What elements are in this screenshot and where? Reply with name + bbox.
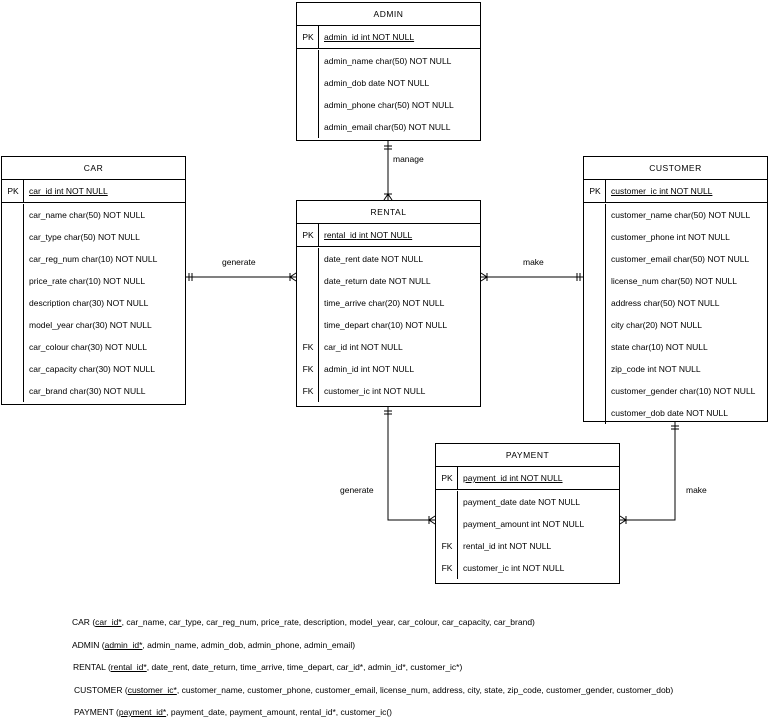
attribute-row: car_colour char(30) NOT NULL xyxy=(29,342,147,352)
pk-row: PK rental_id int NOT NULL xyxy=(297,224,480,247)
crow-foot-rental-left xyxy=(289,272,297,282)
schema-admin: ADMIN (admin_id*, admin_name, admin_dob,… xyxy=(72,640,356,650)
attribute-row: admin_dob date NOT NULL xyxy=(324,78,430,88)
rel-label-manage: manage xyxy=(393,154,424,164)
pk-label: PK xyxy=(302,32,314,42)
attribute-list: payment_date date NOT NULL payment_amoun… xyxy=(436,491,619,579)
pk-label: PK xyxy=(441,473,453,483)
line-rental-payment xyxy=(387,407,435,521)
attribute-row: zip_code int NOT NULL xyxy=(611,364,701,374)
attribute-row: car_reg_num char(10) NOT NULL xyxy=(29,254,158,264)
crow-foot-rental-right xyxy=(480,272,488,282)
rel-label-generate-car: generate xyxy=(222,257,256,267)
rel-label-make-payment: make xyxy=(686,485,707,495)
crow-foot-payment-right xyxy=(619,515,627,525)
pk-attribute: rental_id xyxy=(324,230,357,240)
pk-attribute: customer_ic xyxy=(611,186,657,196)
pk-row: PK payment_id int NOT NULL xyxy=(436,467,619,490)
crow-foot-payment-left xyxy=(428,515,436,525)
attribute-row: state char(10) NOT NULL xyxy=(611,342,708,352)
fk-label: FK xyxy=(302,342,314,352)
attribute-row: license_num char(50) NOT NULL xyxy=(611,276,737,286)
schema-customer: CUSTOMER (customer_ic*, customer_name, c… xyxy=(74,685,674,695)
attribute-row: date_rent date NOT NULL xyxy=(324,254,424,264)
attribute-list: customer_name char(50) NOT NULL customer… xyxy=(584,204,767,424)
attribute-row: car_capacity char(30) NOT NULL xyxy=(29,364,155,374)
attribute-row: date_return date NOT NULL xyxy=(324,276,431,286)
attribute-row: model_year char(30) NOT NULL xyxy=(29,320,152,330)
attribute-row: customer_email char(50) NOT NULL xyxy=(611,254,750,264)
pk-row: PK car_id int NOT NULL xyxy=(2,180,185,203)
attribute-row: admin_phone char(50) NOT NULL xyxy=(324,100,454,110)
entity-rental: RENTAL PK rental_id int NOT NULL date_re… xyxy=(296,200,481,407)
fk-label: FK xyxy=(441,563,453,573)
pk-attribute: admin_id xyxy=(324,32,359,42)
crow-foot-rental-top xyxy=(383,193,393,201)
entity-car: CAR PK car_id int NOT NULL car_name char… xyxy=(1,156,186,405)
pk-row: PK admin_id int NOT NULL xyxy=(297,26,480,49)
pk-label: PK xyxy=(589,186,601,196)
line-customer-payment xyxy=(620,422,676,521)
entity-title: CAR xyxy=(2,157,185,180)
fk-label: FK xyxy=(302,386,314,396)
attribute-row: customer_dob date NOT NULL xyxy=(611,408,729,418)
attribute-row: admin_name char(50) NOT NULL xyxy=(324,56,452,66)
rel-label-generate-payment: generate xyxy=(340,485,374,495)
attribute-row: car_name char(50) NOT NULL xyxy=(29,210,146,220)
attribute-row: payment_amount int NOT NULL xyxy=(463,519,585,529)
attribute-list: date_rent date NOT NULL date_return date… xyxy=(297,248,480,402)
attribute-row: time_depart char(10) NOT NULL xyxy=(324,320,448,330)
attribute-row: customer_phone int NOT NULL xyxy=(611,232,730,242)
pk-attribute: payment_id xyxy=(463,473,507,483)
schema-car: CAR (car_id*, car_name, car_type, car_re… xyxy=(72,617,535,627)
attribute-list: admin_name char(50) NOT NULL admin_dob d… xyxy=(297,50,480,138)
attribute-row: address char(50) NOT NULL xyxy=(611,298,720,308)
fk-label: FK xyxy=(302,364,314,374)
attribute-row: car_type char(50) NOT NULL xyxy=(29,232,140,242)
attribute-row: time_arrive char(20) NOT NULL xyxy=(324,298,445,308)
schema-payment: PAYMENT (payment_id*, payment_date, paym… xyxy=(74,707,392,717)
entity-title: CUSTOMER xyxy=(584,157,767,180)
rel-label-make-customer: make xyxy=(523,257,544,267)
attribute-row: payment_date date NOT NULL xyxy=(463,497,581,507)
entity-payment: PAYMENT PK payment_id int NOT NULL payme… xyxy=(435,443,620,584)
entity-customer: CUSTOMER PK customer_ic int NOT NULL cus… xyxy=(583,156,768,424)
attribute-row: car_brand char(30) NOT NULL xyxy=(29,386,146,396)
attribute-row: price_rate char(10) NOT NULL xyxy=(29,276,146,286)
entity-admin: ADMIN PK admin_id int NOT NULL admin_nam… xyxy=(296,2,481,141)
entity-title: ADMIN xyxy=(297,3,480,26)
attribute-row: customer_gender char(10) NOT NULL xyxy=(611,386,756,396)
attribute-row: description char(30) NOT NULL xyxy=(29,298,149,308)
attribute-row: customer_name char(50) NOT NULL xyxy=(611,210,751,220)
attribute-row: admin_email char(50) NOT NULL xyxy=(324,122,451,132)
entity-title: RENTAL xyxy=(297,201,480,224)
schema-rental: RENTAL (rental_id*, date_rent, date_retu… xyxy=(73,662,463,672)
attribute-list: car_name char(50) NOT NULL car_type char… xyxy=(2,204,185,402)
entity-title: PAYMENT xyxy=(436,444,619,467)
pk-row: PK customer_ic int NOT NULL xyxy=(584,180,767,203)
fk-label: FK xyxy=(441,541,453,551)
pk-attribute: car_id xyxy=(29,186,53,196)
attribute-row: city char(20) NOT NULL xyxy=(611,320,703,330)
pk-label: PK xyxy=(302,230,314,240)
pk-label: PK xyxy=(7,186,19,196)
